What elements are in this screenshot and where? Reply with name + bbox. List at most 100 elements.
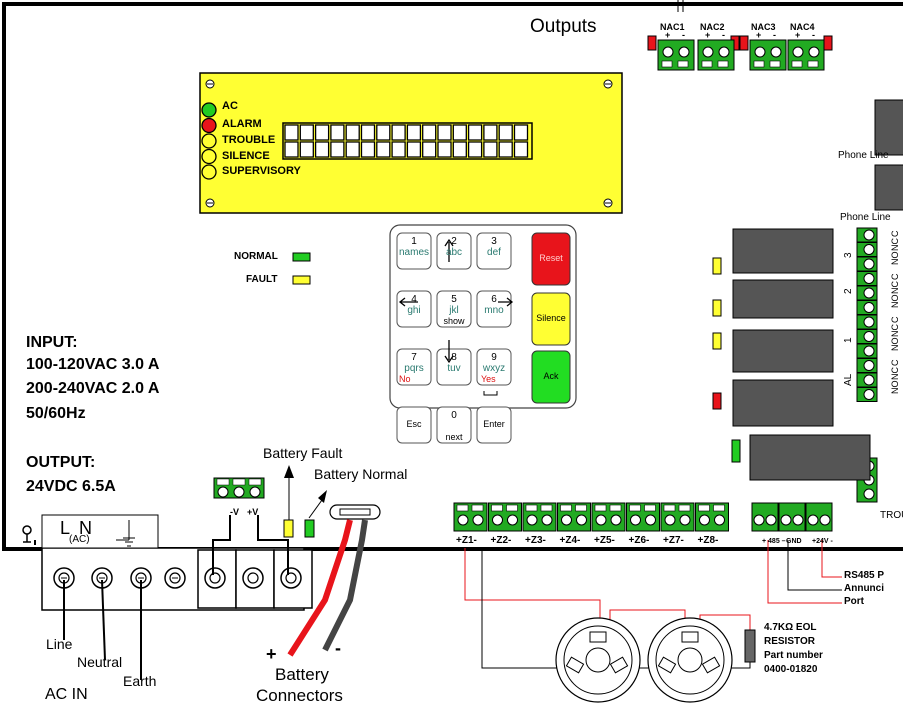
reset-button-label: Reset: [539, 253, 563, 263]
keypad-key-number: 1: [411, 236, 417, 247]
keypad-key-letters: tuv: [447, 363, 461, 374]
relay-contact-label: NC: [890, 281, 900, 294]
earth-label: Earth: [123, 673, 157, 689]
keypad-key: [476, 290, 512, 328]
lcd-cell: [498, 124, 513, 141]
eol-line-2: RESISTOR: [764, 636, 815, 647]
rs485-label-3: Port: [844, 596, 864, 607]
keypad-key-letters: pqrs: [404, 363, 424, 374]
lcd-cell: [391, 141, 406, 158]
lcd-cell: [422, 141, 437, 158]
lcd-cell: [314, 141, 330, 158]
nac-plus: +: [756, 30, 762, 40]
keypad-key: [476, 348, 512, 386]
keypad-key: [396, 290, 432, 328]
lcd-cell: [437, 141, 452, 158]
lcd-cell: [452, 124, 467, 141]
lcd-cell: [483, 124, 498, 141]
keypad-key-letters: jkl: [449, 305, 459, 316]
nac-minus: -: [773, 30, 776, 40]
relay-contact-label: NO: [890, 294, 900, 309]
relay-contact-label: NO: [890, 251, 900, 266]
indicator-led: [201, 102, 217, 118]
nac-label: NAC4: [790, 22, 815, 32]
lcd-cell: [406, 141, 422, 158]
silence-button-label: Silence: [536, 313, 566, 323]
battery-normal-label: Battery Normal: [314, 466, 408, 482]
lcd-cell: [345, 141, 360, 158]
lcd-cell: [513, 141, 529, 158]
battery-fault-label: Battery Fault: [263, 445, 343, 461]
keypad-key-number: 0: [451, 410, 457, 421]
lcd-cell: [513, 124, 529, 141]
keypad-key: [436, 232, 472, 270]
zone-label: +Z8-: [697, 535, 719, 546]
relay-contact-label: C: [890, 273, 900, 281]
lcd-cell: [483, 141, 498, 158]
terminal-n: N: [79, 518, 92, 538]
nac-label: NAC1: [660, 22, 685, 32]
keypad-key-letters: mno: [484, 305, 504, 316]
silence-button: [531, 292, 571, 346]
output-title: OUTPUT:: [26, 454, 96, 471]
eol-line-4: 0400-01820: [764, 664, 818, 675]
keypad-key-label: Esc: [406, 419, 422, 429]
keypad-key-number: 4: [411, 294, 417, 305]
rs485-terminal-label: +24V -: [812, 538, 833, 545]
battery-terminal-minus: -V: [230, 507, 239, 517]
zone-label: +Z5-: [594, 535, 615, 546]
rs485-label-1: RS485 P: [844, 570, 885, 581]
keypad-key: [476, 232, 512, 270]
rs485-terminal-label: GND: [786, 538, 802, 545]
lcd-cell: [391, 124, 406, 141]
relay-contact-label: NC: [890, 367, 900, 380]
keypad-key-letters: wxyz: [482, 363, 506, 374]
smoke-detector-1: [555, 617, 641, 703]
ack-button: [531, 350, 571, 404]
status-normal-label: NORMAL: [234, 251, 278, 262]
relay-number: 1: [843, 337, 854, 343]
lcd-character-grid: [282, 122, 533, 160]
display-board: [199, 72, 623, 214]
indicator-label: AC: [222, 100, 238, 112]
relay-contact-label: C: [890, 316, 900, 324]
relay-number: 2: [843, 288, 854, 294]
keypad-key-letters: def: [487, 247, 501, 258]
keypad-key-extra: Yes: [481, 374, 496, 384]
keypad-key: [436, 290, 472, 328]
zone-terminals: [453, 502, 729, 532]
lcd-cell: [422, 124, 437, 141]
rs485-label-2: Annunci: [844, 583, 884, 594]
smoke-detector-2: [647, 617, 733, 703]
relay-contact-label: NC: [890, 238, 900, 251]
indicator-label: SILENCE: [222, 149, 270, 162]
keypad-key-letters: abc: [445, 247, 463, 258]
zone-label: +Z4-: [559, 535, 581, 546]
keypad-key-letters: names: [398, 247, 429, 258]
indicator-led: [201, 117, 217, 134]
output-rating: 24VDC 6.5A: [26, 478, 116, 495]
keypad-key: [396, 406, 432, 444]
indicator-label: SUPERVISORY: [222, 165, 301, 177]
zone-label: +Z3-: [525, 535, 546, 546]
terminal-ac: (AC): [69, 534, 90, 545]
phone-line-1-label: Phone Line: [838, 150, 889, 161]
lcd-cell: [406, 124, 422, 141]
lcd-cell: [498, 141, 513, 158]
keypad-key: [476, 406, 512, 444]
eol-line-3: Part number: [764, 650, 823, 661]
lcd-cell: [299, 141, 314, 158]
nac-minus: -: [812, 30, 815, 40]
indicator-label: TROUBLE: [222, 134, 276, 146]
keypad-key-number: 8: [451, 352, 457, 363]
keypad-key-extra: No: [399, 374, 411, 384]
zone-label: +Z6-: [628, 535, 650, 546]
input-rating-3: 50/60Hz: [26, 405, 86, 422]
neutral-label: Neutral: [77, 654, 123, 670]
keypad-key-number: 3: [491, 236, 497, 247]
indicator-led: [201, 133, 217, 149]
input-rating-1: 100-120VAC 3.0 A: [26, 356, 160, 373]
keypad-key-number: 9: [491, 352, 497, 363]
